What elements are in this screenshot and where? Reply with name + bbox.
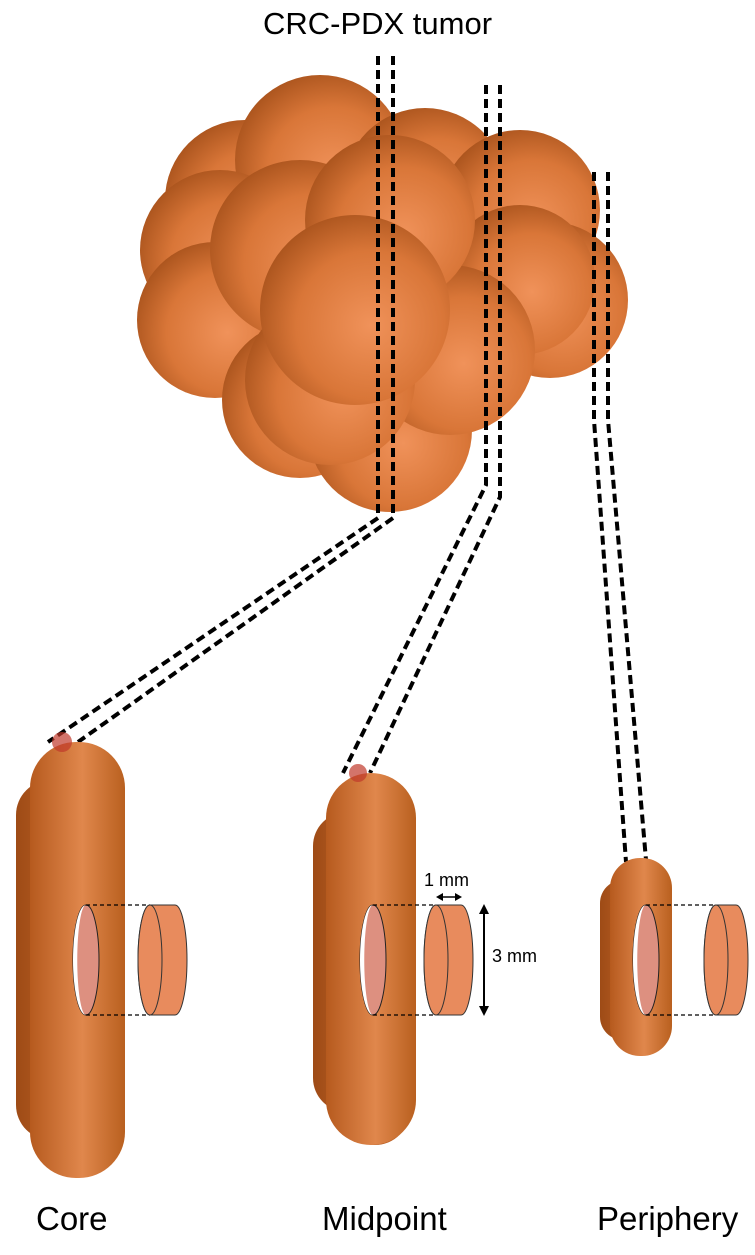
thickness-label: 1 mm	[424, 870, 469, 891]
thickness-arrow	[436, 893, 462, 901]
periphery-slice	[600, 858, 672, 1056]
midpoint-punch-cylinder	[424, 905, 473, 1015]
midpoint-slice	[313, 764, 416, 1145]
tumor-sphere-cluster	[137, 75, 628, 512]
diameter-arrow	[479, 904, 489, 1016]
periphery-punch-cylinder	[704, 905, 748, 1015]
diagram-title: CRC-PDX tumor	[0, 6, 755, 42]
midpoint-label: Midpoint	[322, 1200, 447, 1238]
core-punch-cylinder	[138, 905, 187, 1015]
diameter-label: 3 mm	[492, 946, 537, 967]
core-slice	[16, 732, 125, 1178]
core-label: Core	[36, 1200, 108, 1238]
periphery-label: Periphery	[597, 1200, 738, 1238]
